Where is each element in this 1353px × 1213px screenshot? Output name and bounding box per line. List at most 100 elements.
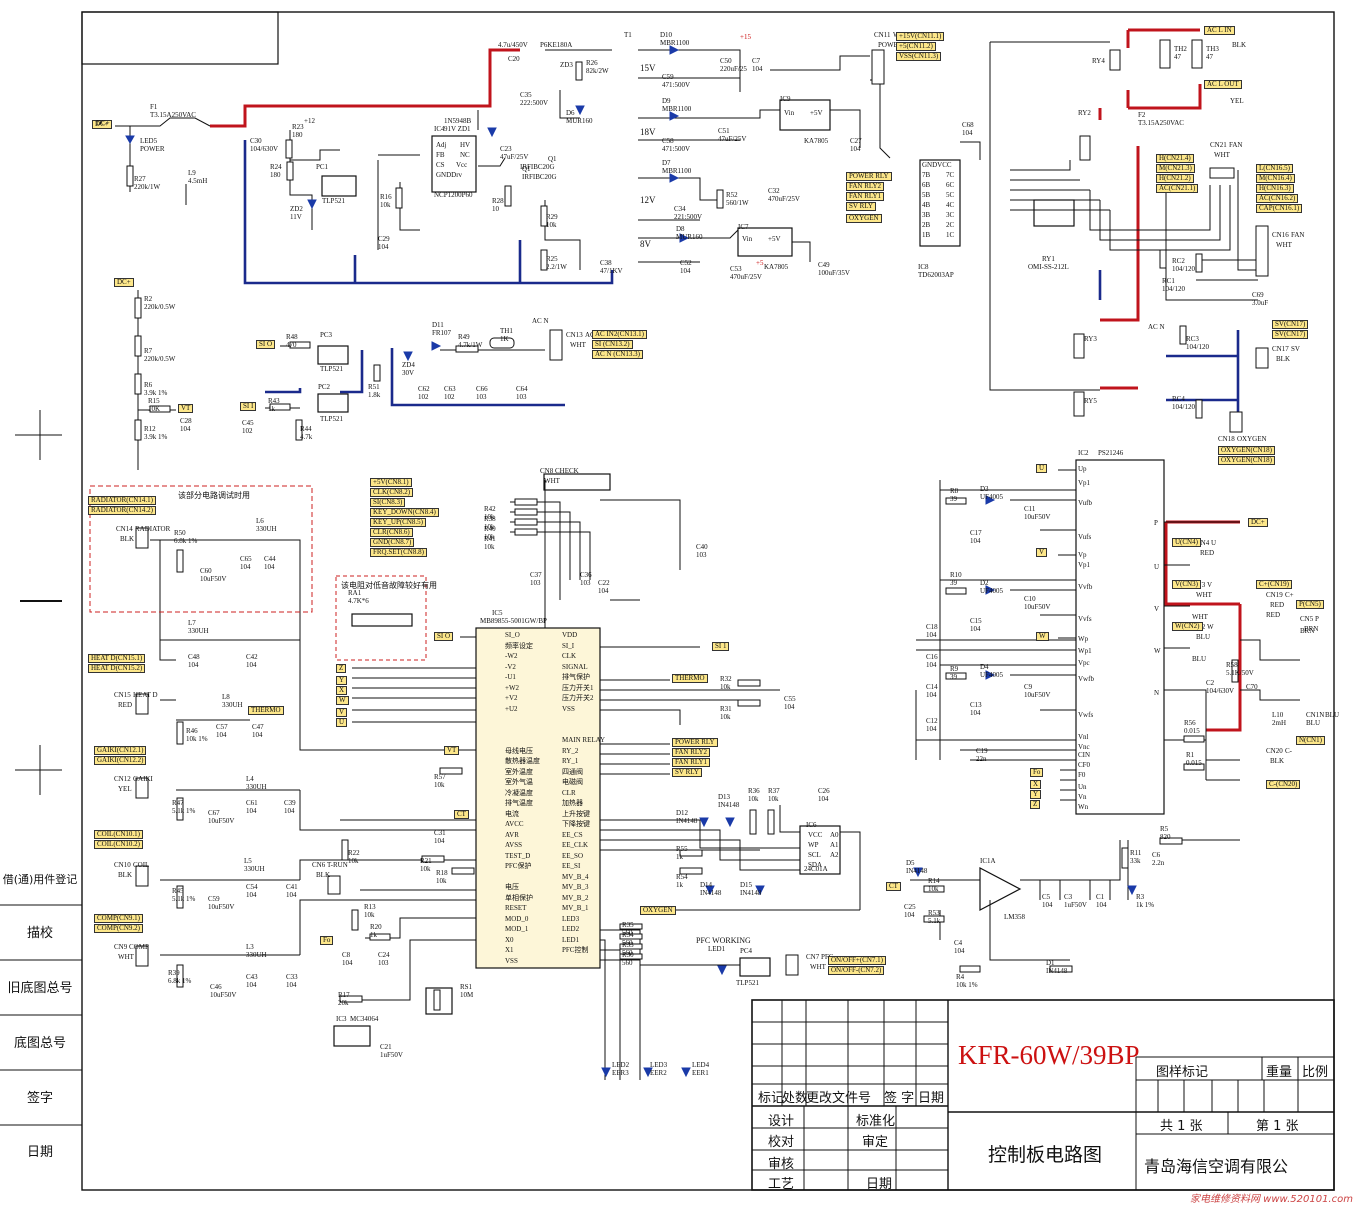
net-tag: GAIKI(CN12.1) (94, 746, 147, 755)
ic-ref-pc3: PC3 (320, 331, 333, 339)
component-value: 39 (950, 579, 957, 587)
net-tag: M(CN21.3) (1156, 164, 1195, 173)
component-ref: ZD2 (290, 205, 303, 213)
component-ref: C61 (246, 799, 258, 807)
ic5-left-pin: 电流 (505, 809, 519, 818)
component-ref: C49 (818, 261, 830, 269)
component-value: 104 (246, 661, 257, 669)
ic5-right-pin: 加热器 (562, 799, 583, 807)
ic2-right-pin: V (1154, 605, 1160, 613)
component-ref: C20 (508, 55, 520, 63)
net-tag: +5(CN11.2) (896, 42, 936, 51)
net-tag: Z (1030, 800, 1041, 809)
net-tag: AC L OUT (1204, 80, 1242, 89)
connector-color: RED (118, 701, 132, 709)
component-value: 4.7k/1W (458, 341, 483, 349)
net-tag: H(CN16.3) (1256, 184, 1294, 193)
net-tag: OXYGEN(CN18) (1218, 446, 1275, 455)
component-ref: R4 (956, 973, 965, 981)
ic5-left-pin: AVR (505, 830, 519, 839)
ic-ref-pc1: PC1 (316, 163, 329, 171)
component-value: EER1 (692, 1069, 709, 1077)
component-value: 5.1k (928, 917, 941, 925)
component-ref: R24 (270, 163, 282, 171)
ic5-left-pin: MOD_1 (505, 925, 529, 933)
connector-ref-cn5: CN5 (1300, 615, 1314, 623)
component-value: 560 (622, 939, 633, 947)
ic-part-label: TLP521 (736, 979, 759, 987)
component-ref: C58 (662, 137, 674, 145)
component-value: 10uF50V (200, 575, 227, 583)
connector-color: WHT (570, 341, 586, 349)
component-value: 103 (530, 579, 541, 587)
rev-header-date: 日期 (918, 1091, 945, 1106)
component-ref: R42 (484, 505, 496, 513)
ic8-pin-label: 3C (946, 211, 955, 219)
connector-ref-cn20: CN20 (1266, 747, 1283, 755)
component-value: MUR160 (566, 117, 593, 125)
component-value: 330UH (188, 627, 209, 635)
component-value: 6.8k 1% (168, 977, 192, 985)
connector-ref-cn15: CN15 (114, 691, 131, 699)
connector-color: BLK (1270, 757, 1284, 765)
component-ref: LED3 (650, 1061, 668, 1069)
component-value: 560 (622, 959, 633, 967)
connector-name: HEAT D (133, 691, 158, 699)
ic5-right-pin: MV_B_2 (562, 893, 589, 902)
title-date-label: 日期 (866, 1177, 893, 1192)
connector-ref-cn8: CN8 (540, 467, 554, 475)
ic5-left-pin: TEST_D (505, 851, 531, 860)
component-value: 104 (926, 631, 937, 639)
ic7-pin-label: +5V (768, 235, 781, 243)
component-ref: L9 (188, 169, 196, 177)
net-tag: AC N (CN13.3) (592, 350, 643, 359)
model-title: KFR-60W/39BP (958, 1040, 1140, 1070)
component-ref: C59 (208, 895, 220, 903)
ground-traces (243, 140, 1240, 420)
ic8-pin-label: 6B (922, 181, 931, 189)
ic5-right-pin: VSS (562, 704, 575, 713)
connector-name: CHECK (555, 467, 579, 475)
component-ref: L6 (256, 517, 264, 525)
component-value: 4.7k (300, 433, 313, 441)
rail-label: BLK (1232, 41, 1246, 49)
ic8-pin-label: 6C (946, 181, 955, 189)
component-ref: D5 (906, 859, 915, 867)
ic2-right-pin: W (1154, 647, 1161, 655)
component-ref: C68 (962, 121, 974, 129)
component-value: 10k (484, 513, 495, 521)
connector-name: BLU (1325, 711, 1339, 719)
component-ref: D6 (566, 109, 575, 117)
net-tag: Y (1030, 790, 1042, 799)
ic2-left-pin: Vnl (1078, 733, 1089, 741)
ic5-left-pin: MOD_0 (505, 914, 529, 923)
component-value: 10uF50V (210, 991, 237, 999)
side-label-date: 日期 (26, 1145, 53, 1160)
ic-part-label: 24C01A (804, 865, 828, 873)
connector-ref-cn16: CN16 (1272, 231, 1289, 239)
component-value: POWER (140, 145, 165, 153)
component-value: MBR1100 (662, 105, 692, 113)
ic2-left-pin: Wp (1078, 635, 1089, 643)
component-value: IRFIBC20G (522, 173, 557, 181)
component-value: 104 (970, 709, 981, 717)
connector-name: W (1207, 623, 1214, 631)
component-value: 104 (926, 661, 937, 669)
pc3-body (317, 345, 349, 365)
component-ref: C31 (434, 829, 446, 837)
corner-box (81, 11, 279, 65)
ic5-left-pin: 单相保护 (505, 893, 533, 902)
component-value: 104 (180, 425, 191, 433)
component-value: 6.8k 1% (174, 537, 198, 545)
component-value: 222:500V (520, 99, 548, 107)
ic6-body (799, 825, 841, 875)
component-ref: C24 (378, 951, 390, 959)
ic-ref-ry1: RY1 (1042, 255, 1055, 263)
component-value: 3.9k 1% (144, 433, 168, 441)
component-value: 10k (436, 877, 447, 885)
side-label-trace-check: 描校 (26, 926, 53, 941)
net-tag: DC+ (1248, 518, 1268, 527)
component-value: 82k/2W (586, 67, 609, 75)
component-ref: C14 (926, 683, 938, 691)
component-ref: R52 (726, 191, 738, 199)
